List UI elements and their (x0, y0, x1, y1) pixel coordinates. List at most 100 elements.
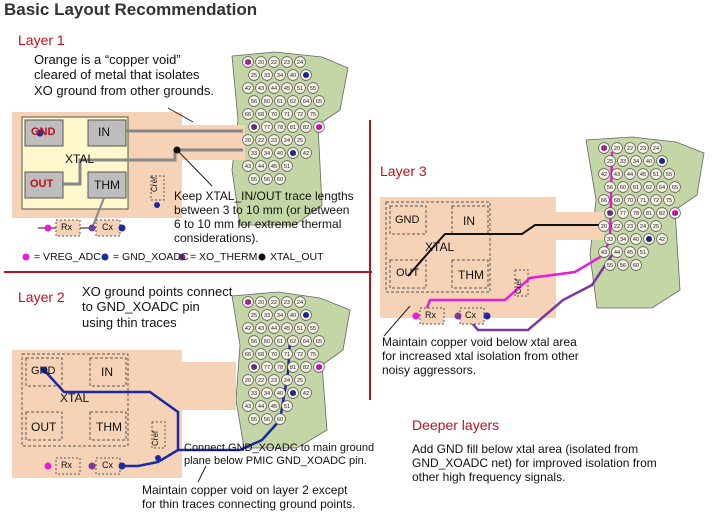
layer3-label-in: IN (463, 214, 475, 228)
pin-ball (630, 155, 642, 167)
pin-number: 23 (284, 60, 290, 66)
pin-number: 24 (284, 138, 290, 144)
pin-number: 41 (303, 313, 309, 319)
pin-number: 82 (303, 125, 309, 131)
pin-signal-dot (601, 145, 607, 151)
pin-number: 51 (297, 326, 303, 332)
pin-number: 60 (277, 417, 283, 423)
pin-number: 33 (251, 391, 257, 397)
layer2-pad-in (89, 357, 127, 387)
pin-signal-dot (303, 72, 309, 78)
pin-ball (663, 168, 675, 180)
pin-ball (261, 95, 273, 107)
pin-ball (637, 220, 649, 232)
layer1-xtal-out-dot (173, 146, 181, 154)
pin-number: 71 (640, 198, 646, 204)
pin-signal-dot (646, 236, 652, 242)
pin-number: 25 (297, 138, 303, 144)
pin-number: 44 (258, 164, 264, 170)
pin-ball (281, 56, 293, 68)
pin-ball (255, 348, 267, 360)
pin-ball (261, 361, 273, 373)
pin-number: 22 (271, 300, 277, 306)
deeper-note: Add GND fill below xtal area (isolated f… (412, 442, 657, 485)
pin-ball (294, 108, 306, 120)
pin-ball (637, 142, 649, 154)
pin-number: 40 (646, 159, 652, 165)
pin-ball (656, 233, 668, 245)
pin-ball (268, 348, 280, 360)
pin-ball (598, 246, 610, 258)
pin-number: 43 (258, 86, 264, 92)
pin-ball (287, 121, 299, 133)
pin-ball (242, 400, 254, 412)
pin-ball (261, 335, 273, 347)
layer3-xtal-outline (385, 201, 491, 293)
layer2-label-gnd: GND (31, 365, 56, 377)
pin-number: 81 (646, 211, 652, 217)
pin-number: 40 (277, 391, 283, 397)
pin-number: 51 (640, 250, 646, 256)
legend-therm-label: = XO_THERM (190, 251, 258, 263)
pin-number: 23 (627, 224, 633, 230)
pin-number: 42 (303, 391, 309, 397)
pin-number: 75 (310, 352, 316, 358)
pin-number: 18 (316, 125, 322, 131)
layer2-rx (55, 457, 81, 475)
pin-signal-dot (251, 124, 257, 130)
pin-ball (300, 387, 312, 399)
pin-ball (624, 246, 636, 258)
legend-xtal-out-label: XTAL_OUT (270, 251, 324, 263)
pin-ball (281, 296, 293, 308)
pin-ball (637, 194, 649, 206)
pin-number: 22 (627, 146, 633, 152)
pin-number: 20 (258, 60, 264, 66)
pin-ball (287, 69, 299, 81)
pin-number: 23 (271, 378, 277, 384)
layer1-pad-out (24, 171, 64, 199)
pin-ball (611, 246, 623, 258)
pin-ball (242, 108, 254, 120)
pin-number: 60 (633, 263, 639, 269)
pin-number: 55 (666, 172, 672, 178)
pin-ball (300, 95, 312, 107)
pin-number: 64 (303, 339, 309, 345)
pin-number: 61 (277, 339, 283, 345)
pin-number: 55 (251, 417, 257, 423)
layer1-label-in: IN (98, 125, 110, 139)
layer2-dot-vreg (44, 462, 52, 470)
pin-number: 25 (297, 378, 303, 384)
pin-ball (611, 168, 623, 180)
pin-number: 42 (601, 172, 607, 178)
layer2-label-rx: Rx (61, 460, 72, 470)
pin-ball (294, 322, 306, 334)
pin-number: 45 (627, 250, 633, 256)
pin-ball (274, 309, 286, 321)
pin-number: 55 (251, 177, 257, 183)
pin-ball (281, 134, 293, 146)
pin-number: 61 (633, 185, 639, 191)
pin-ball (650, 168, 662, 180)
pin-number: 40 (290, 313, 296, 319)
pin-ball (255, 134, 267, 146)
pin-ball (274, 147, 286, 159)
pin-ball (300, 335, 312, 347)
pin-ball (281, 374, 293, 386)
pin-ball (598, 220, 610, 232)
pin-ball (663, 194, 675, 206)
legend-vreg-dot (22, 253, 30, 261)
pin-number: 24 (653, 146, 659, 152)
pin-ball (287, 309, 299, 321)
layer3-xtal-out-trace (407, 224, 600, 277)
pin-ball (669, 181, 681, 193)
pin-ball (248, 387, 260, 399)
pin-ball (643, 181, 655, 193)
pin-number: 70 (271, 112, 277, 118)
pin-number: 75 (310, 112, 316, 118)
pin-number: 62 (646, 185, 652, 191)
pin-signal-dot (607, 210, 613, 216)
layer2-dot-gnd (118, 462, 126, 470)
connect-gnd-note: Connect GND_XOADC to main ground plane b… (184, 442, 375, 467)
pin-ball (274, 413, 286, 425)
